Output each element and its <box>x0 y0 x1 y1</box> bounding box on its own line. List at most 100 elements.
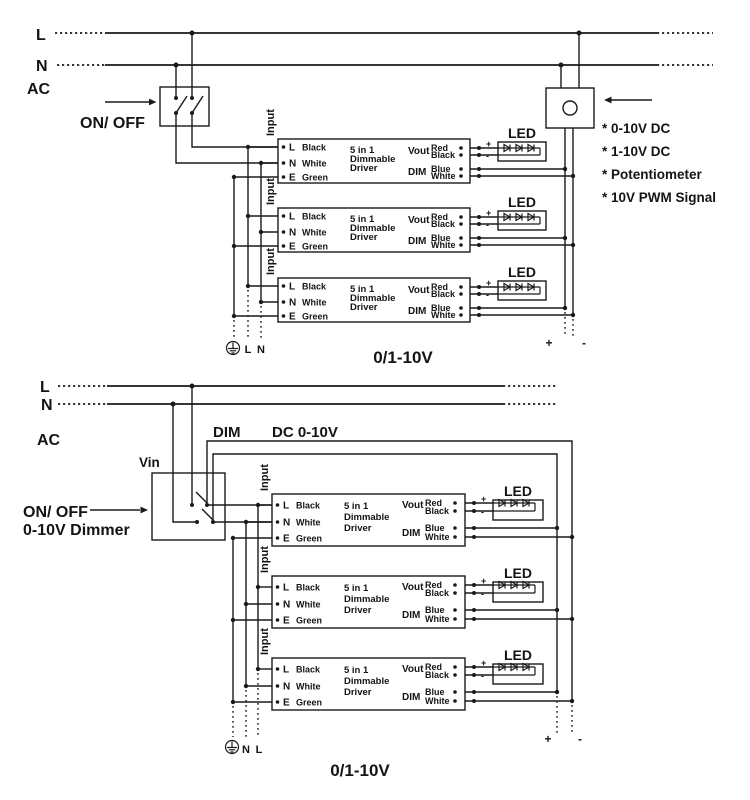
terminal-dot <box>281 161 286 165</box>
led-diode-icon <box>510 662 519 672</box>
junction-dot <box>258 299 264 305</box>
terminal-wire: Green <box>296 616 322 626</box>
wire-label: Black <box>425 588 450 598</box>
led-plus-label: + <box>486 139 491 149</box>
junction-dot <box>562 166 568 172</box>
led-minus-label: - <box>481 589 484 599</box>
junction-dot <box>472 617 476 621</box>
junction-dot <box>477 292 481 296</box>
terminal-pin: E <box>283 616 290 627</box>
driver-title: Driver <box>350 232 378 243</box>
terminal-pin: N <box>289 298 296 309</box>
led-diode-icon <box>522 662 531 672</box>
terminal-dot <box>275 503 280 507</box>
terminal-dot <box>459 306 463 310</box>
onoff-arrow-head-icon <box>149 98 157 106</box>
terminal-wire: Black <box>296 583 321 593</box>
input-label: Input <box>265 109 277 136</box>
terminal-dot <box>453 665 457 669</box>
driver-box <box>271 657 466 711</box>
dimmer-note: * Potentiometer <box>602 167 703 182</box>
onoff-label: ON/ OFF <box>23 504 88 521</box>
earth-ground-symbol <box>224 739 240 755</box>
junction-dot <box>472 673 476 677</box>
led-diode-icon <box>527 282 536 292</box>
switch-blade <box>201 508 214 521</box>
led-box <box>492 581 544 603</box>
terminal-dot <box>281 230 286 234</box>
vin-label: Vin <box>139 455 160 470</box>
junction-dot <box>255 666 261 672</box>
junction-dot <box>562 305 568 311</box>
wire-label: Red <box>425 498 442 508</box>
input-label: Input <box>265 248 277 275</box>
driver-box <box>277 207 471 253</box>
dimming-range-label: 0/1-10V <box>330 761 390 780</box>
wire-label: White <box>431 171 456 181</box>
input-label: Input <box>259 464 271 491</box>
junction-dot <box>255 584 261 590</box>
junction-dot <box>472 690 476 694</box>
terminal-dot <box>453 509 457 513</box>
junction-dot <box>554 607 560 613</box>
dim-label: DIM <box>408 306 426 317</box>
input-label: Input <box>259 546 271 573</box>
junction-dot <box>569 616 575 622</box>
led-diode-icon <box>510 498 519 508</box>
terminal-dot <box>453 583 457 587</box>
terminal-dot <box>281 284 286 288</box>
led-plus-label: + <box>481 494 486 504</box>
led-diode-icon <box>498 498 507 508</box>
dim-label: DIM <box>402 610 420 621</box>
junction-dot <box>243 601 249 607</box>
ground-label: N <box>257 344 265 356</box>
led-label: LED <box>504 483 532 499</box>
terminal-dot <box>453 535 457 539</box>
driver-title: Dimmable <box>344 676 389 687</box>
junction-dot <box>477 285 481 289</box>
junction-dot <box>258 229 264 235</box>
led-plus-label: + <box>481 658 486 668</box>
driver-title: Dimmable <box>344 512 389 523</box>
driver-title: Driver <box>344 687 372 698</box>
terminal-pin: L <box>289 212 295 223</box>
dimmer-note: * 1-10V DC <box>602 144 671 159</box>
top-circuit: L N AC ON/ OFF * 0-10 <box>27 27 716 367</box>
driver-title: 5 in 1 <box>350 214 375 225</box>
junction-dot <box>472 526 476 530</box>
led-label: LED <box>504 647 532 663</box>
driver-title: 5 in 1 <box>350 284 375 295</box>
wire-label: Red <box>425 662 442 672</box>
terminal-dot <box>453 591 457 595</box>
vout-label: Vout <box>402 664 424 675</box>
vout-label: Vout <box>408 146 430 157</box>
terminal-dot <box>281 214 286 218</box>
terminal-wire: Green <box>302 242 328 252</box>
driver-box <box>271 493 466 547</box>
ground-label: N <box>242 744 250 756</box>
terminal-dot <box>459 215 463 219</box>
junction-dot <box>230 617 236 623</box>
bottom-circuit: L N AC DIM DC 0-10V Vin + - <box>23 379 582 780</box>
terminal-dot <box>453 501 457 505</box>
dim-minus-label: - <box>578 732 582 746</box>
junction-dot <box>230 535 236 541</box>
dimmer-arrow-head-icon <box>604 96 612 104</box>
junction-dot <box>231 313 237 319</box>
wire-label: White <box>431 310 456 320</box>
terminal-pin: L <box>283 501 289 512</box>
junction-dot <box>472 608 476 612</box>
led-label: LED <box>508 125 536 141</box>
led-label: LED <box>508 264 536 280</box>
terminal-wire: White <box>296 600 321 610</box>
wire-label: Blue <box>425 687 445 697</box>
junction-dot <box>477 146 481 150</box>
terminal-dot <box>453 690 457 694</box>
junction-dot <box>472 501 476 505</box>
driver-title: Dimmable <box>344 594 389 605</box>
dimming-range-label: 0/1-10V <box>373 348 433 367</box>
junction-dot <box>245 283 251 289</box>
terminal-wire: White <box>302 228 327 238</box>
terminal-pin: N <box>283 682 290 693</box>
